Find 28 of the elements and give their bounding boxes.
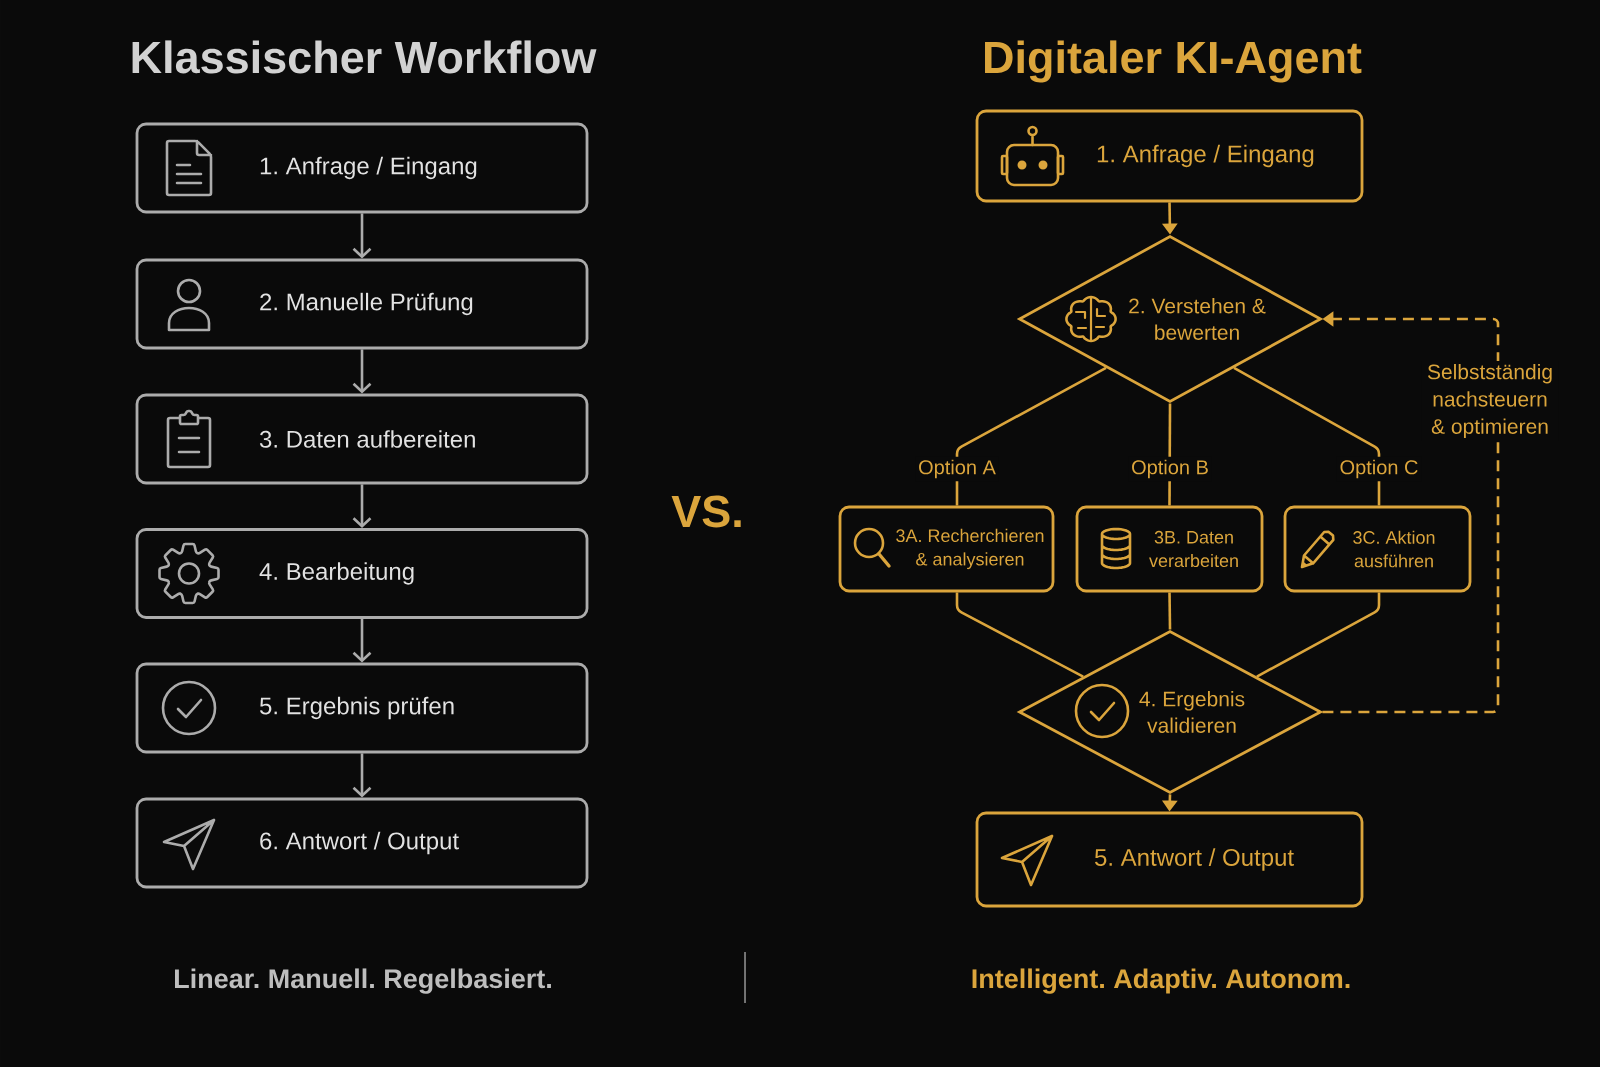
- process-box: 3A. Recherchieren & analysieren: [838, 505, 1055, 593]
- connector-line: [1256, 592, 1381, 678]
- tagline: Intelligent. Adaptiv. Autonom.: [972, 968, 1350, 994]
- connector-line: [955, 592, 1084, 678]
- edge-label: Selbstständig nachsteuern & optimieren: [1421, 360, 1559, 442]
- edge-label: Option A: [915, 456, 999, 482]
- process-box: 1. Anfrage / Eingang: [975, 109, 1364, 203]
- process-box: 4. Bearbeitung: [135, 528, 589, 619]
- arrow: [352, 618, 372, 663]
- connector-line: [1168, 592, 1172, 630]
- connector-line: [955, 366, 1107, 506]
- tagline: Linear. Manuell. Regelbasiert.: [175, 968, 551, 994]
- arrow: [352, 484, 372, 529]
- arrow: [352, 753, 372, 798]
- versus-text: VS.: [671, 495, 741, 528]
- connector-line: [1233, 366, 1381, 506]
- process-box: 6. Antwort / Output: [135, 797, 589, 889]
- process-box: 5. Ergebnis prüfen: [135, 662, 589, 754]
- process-box: 3C. Aktion ausführen: [1283, 505, 1472, 593]
- process-box: 2. Manuelle Prüfung: [135, 258, 589, 350]
- process-box: 3B. Daten verarbeiten: [1075, 505, 1264, 593]
- heading: Klassischer Workflow: [132, 40, 597, 74]
- arrow: [352, 213, 372, 259]
- process-box: 5. Antwort / Output: [975, 811, 1364, 908]
- edge-label: Option B: [1128, 456, 1212, 482]
- process-box: 1. Anfrage / Eingang: [135, 122, 589, 214]
- arrow: [352, 349, 372, 394]
- process-box: 3. Daten aufbereiten: [135, 393, 589, 485]
